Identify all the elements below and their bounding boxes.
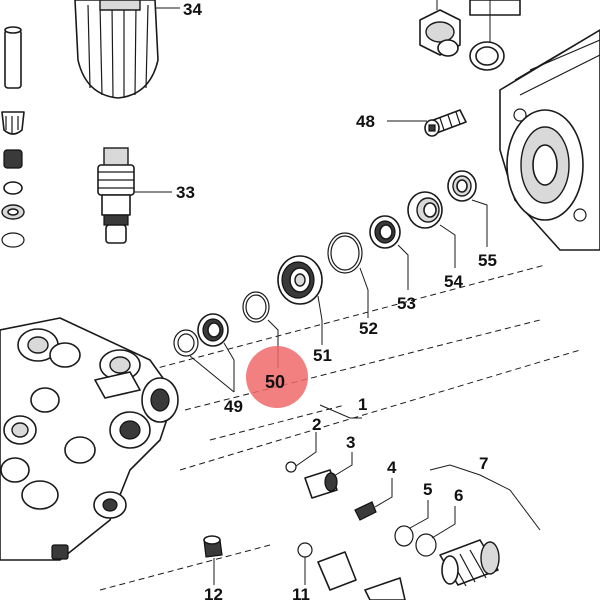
callout-50[interactable]: 50 [265, 372, 285, 392]
part-54-guide[interactable] [407, 191, 443, 229]
highlight-marker [246, 346, 308, 408]
part-50-backup-ring[interactable] [242, 291, 270, 323]
callout-1[interactable]: 1 [358, 395, 367, 414]
callout-34[interactable]: 34 [183, 0, 202, 19]
callout-51[interactable]: 51 [313, 346, 332, 365]
callout-55[interactable]: 55 [478, 251, 497, 270]
left-small-parts [1, 26, 25, 248]
callout-49[interactable]: 49 [224, 397, 243, 416]
part-7-fitting[interactable] [439, 539, 500, 587]
part-4-spring[interactable] [354, 501, 377, 521]
part-33-stem[interactable] [97, 147, 135, 244]
part-52-oring[interactable] [327, 232, 363, 274]
part-53-seal[interactable] [369, 215, 401, 249]
part-48-screw[interactable] [424, 109, 467, 137]
leader-lines [134, 7, 541, 585]
callout-5[interactable]: 5 [423, 480, 432, 499]
part-12-plug[interactable] [203, 535, 223, 558]
part-34-knob[interactable] [74, 0, 159, 99]
part-6-oring[interactable] [415, 533, 437, 557]
callout-53[interactable]: 53 [397, 294, 416, 313]
callout-labels: 34 33 48 55 54 53 52 51 49 1 2 3 4 5 6 7… [176, 0, 497, 600]
callout-54[interactable]: 54 [444, 272, 463, 291]
callout-33[interactable]: 33 [176, 183, 195, 202]
callout-48[interactable]: 48 [356, 112, 375, 131]
part-2-oring[interactable] [285, 461, 297, 473]
callout-3[interactable]: 3 [346, 433, 355, 452]
part-3-valve[interactable] [304, 469, 338, 499]
small-plug-left [51, 544, 69, 560]
callout-6[interactable]: 6 [454, 486, 463, 505]
part-11-nipple[interactable] [297, 542, 406, 600]
assembly-axis-lines [99, 264, 581, 591]
pump-crankcase [469, 0, 600, 251]
part-5-oring[interactable] [394, 525, 414, 547]
pump-manifold [0, 317, 179, 561]
top-fittings [419, 0, 505, 71]
callout-4[interactable]: 4 [387, 458, 397, 477]
callout-52[interactable]: 52 [359, 319, 378, 338]
callout-2[interactable]: 2 [312, 415, 321, 434]
part-55-retainer[interactable] [447, 170, 477, 202]
callout-11[interactable]: 11 [292, 585, 310, 600]
callout-12[interactable]: 12 [204, 585, 223, 600]
callout-7[interactable]: 7 [479, 454, 488, 473]
part-51-sleeve[interactable] [277, 255, 323, 305]
part-49-seal-pair[interactable] [173, 313, 229, 357]
